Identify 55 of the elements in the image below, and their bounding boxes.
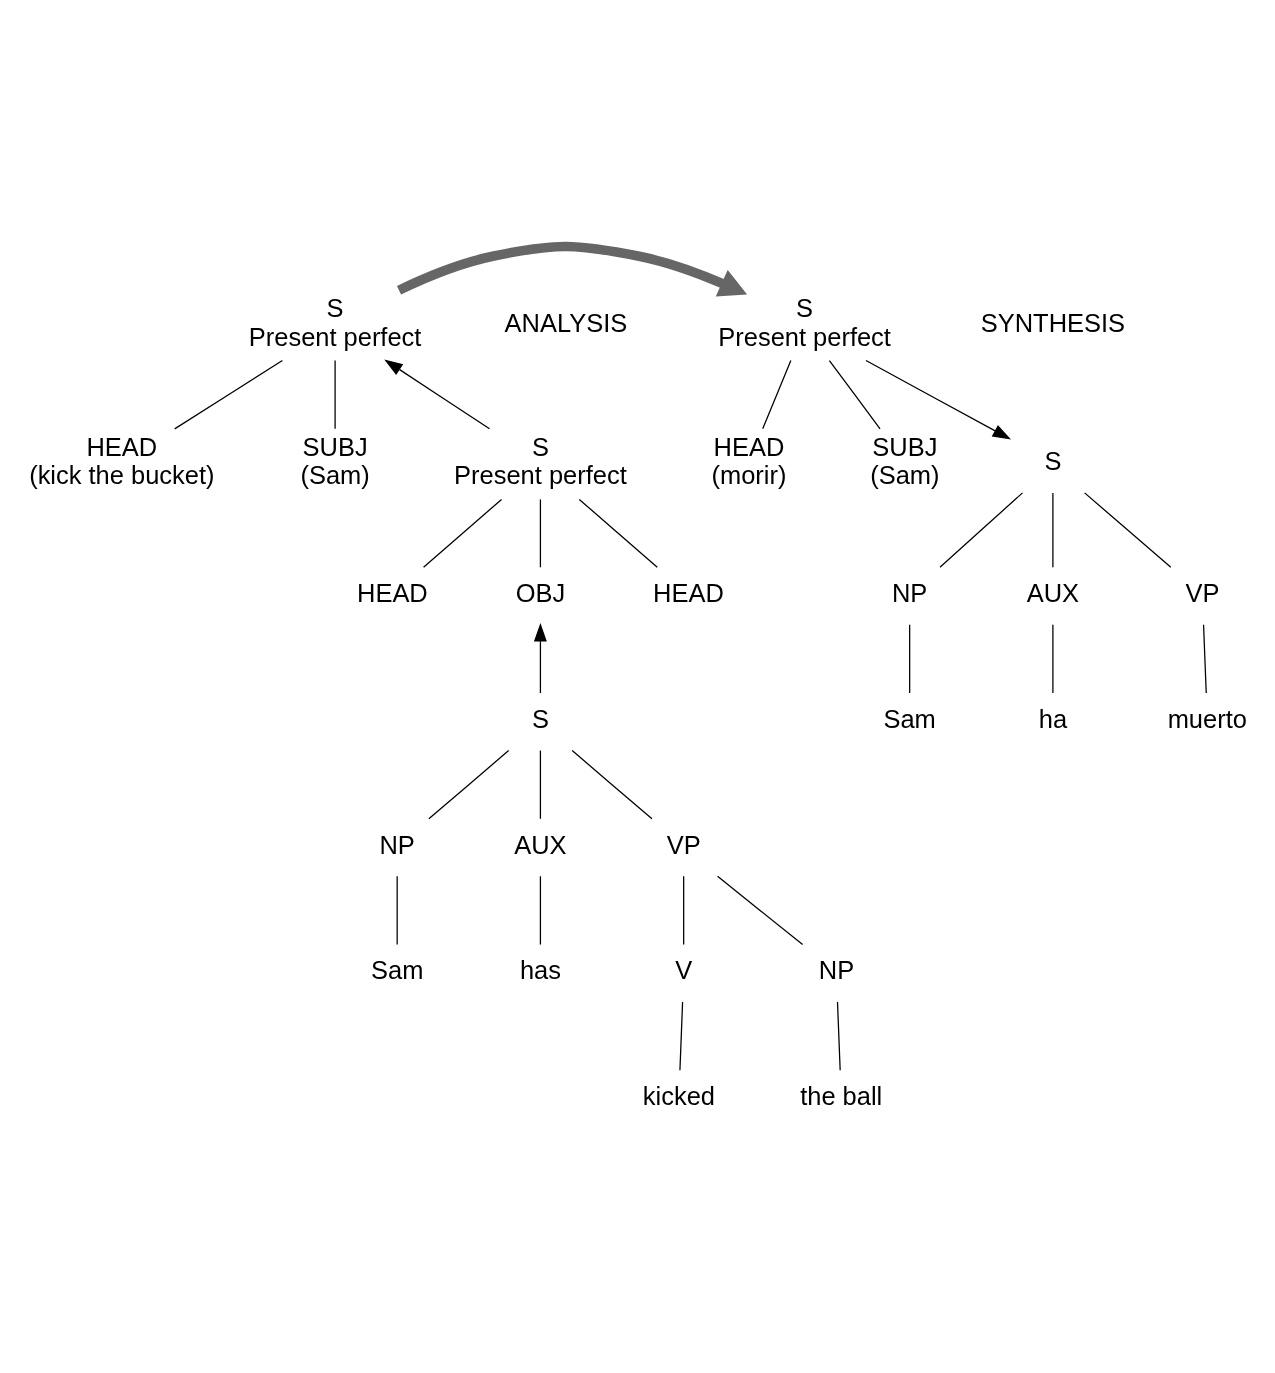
connector — [1052, 491, 1054, 568]
node-text: NP — [818, 955, 855, 984]
connector — [1084, 491, 1172, 568]
node-text: OBJ — [515, 578, 566, 607]
node-text: HEAD (kick the bucket) — [29, 432, 215, 489]
connector — [539, 498, 542, 568]
node-text: SUBJ (Sam) — [870, 432, 940, 489]
node-text: V — [675, 955, 693, 984]
arrow — [865, 359, 1012, 440]
node-text: ha — [1038, 704, 1068, 733]
node-text: S Present perfect — [454, 432, 627, 489]
node-text: Sam — [883, 704, 936, 733]
connector — [539, 749, 542, 819]
connector — [909, 623, 911, 694]
arrow — [533, 622, 547, 694]
connector — [762, 359, 792, 429]
connector — [428, 749, 510, 819]
connector — [571, 749, 653, 819]
connector — [396, 875, 398, 945]
connector — [334, 359, 336, 429]
label: ANALYSIS — [504, 308, 628, 337]
connector — [683, 875, 685, 945]
node-text: AUX — [514, 830, 567, 859]
connector — [1202, 623, 1207, 694]
label: SYNTHESIS — [980, 308, 1126, 337]
node-text: has — [519, 955, 561, 984]
node-text: kicked — [642, 1081, 715, 1110]
connector — [174, 359, 284, 429]
connector — [679, 1000, 684, 1071]
connector — [716, 875, 804, 945]
node-text: HEAD — [653, 578, 724, 607]
node-text: HEAD (morir) — [711, 432, 787, 489]
connector — [939, 491, 1024, 568]
arrow — [384, 358, 491, 429]
node-text: Sam — [371, 955, 424, 984]
node-text: VP — [666, 830, 701, 859]
node-text: S Present perfect — [248, 293, 422, 351]
node-text: muerto — [1167, 704, 1247, 733]
connector — [539, 875, 542, 945]
node-text: VP — [1185, 578, 1220, 607]
node-text: S — [531, 704, 549, 733]
arrow — [396, 241, 748, 296]
node-text: the ball — [800, 1081, 883, 1110]
node-text: S — [1044, 446, 1062, 475]
node-text: S Present perfect — [718, 293, 891, 351]
node-text: NP — [379, 830, 415, 859]
connector — [836, 1000, 841, 1071]
connector — [422, 498, 503, 568]
node-text: HEAD — [357, 578, 428, 607]
connector — [578, 498, 658, 568]
node-text: NP — [891, 578, 928, 607]
connector — [828, 359, 881, 429]
node-text: SUBJ (Sam) — [300, 432, 370, 489]
connector — [1052, 623, 1054, 694]
node-text: AUX — [1026, 578, 1080, 607]
